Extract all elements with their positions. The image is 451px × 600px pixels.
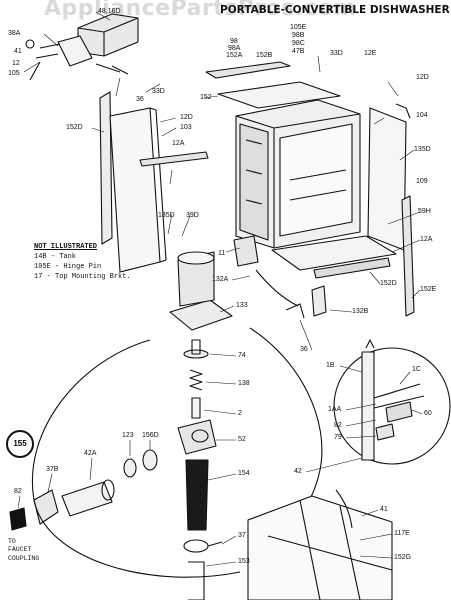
part-label-1c: 1C [412, 366, 421, 373]
not-illustrated-heading: NOT ILLUSTRATED [34, 243, 98, 251]
left-side-panel [99, 91, 113, 245]
part-label-138: 138 [238, 380, 250, 387]
part-label-109: 109 [416, 178, 428, 185]
part-label-152a: 152A [226, 52, 243, 59]
part-label-39d: 39D [186, 212, 199, 219]
part-label-33d-b: 33D [330, 50, 343, 57]
part-label-152e: 152E [420, 286, 437, 293]
part-label-152d: 152D [66, 124, 83, 131]
motor-assembly [25, 13, 139, 81]
part-label-153: 153 [238, 558, 250, 565]
part-label-117e: 117E [394, 530, 410, 537]
right-side-panel [367, 107, 407, 251]
part-label-42: 42 [294, 468, 302, 475]
tub-cabinet [235, 99, 361, 249]
top-panel-152 [217, 81, 341, 109]
part-label-98b: 98B [292, 32, 305, 39]
part-label-12a-b: 12A [420, 236, 433, 243]
faucet-coupling-label: TO FAUCET COUPLING [8, 538, 39, 563]
part-label-152b: 152B [256, 52, 273, 59]
part-label-135d-b: 135D [158, 212, 175, 219]
part-label-37b: 37B [46, 466, 59, 473]
part-label-154: 154 [238, 470, 250, 477]
diagram-title: PORTABLE-CONVERTIBLE DISHWASHER [220, 4, 450, 16]
base-tray [271, 235, 397, 271]
part-label-98: 98 [230, 38, 238, 45]
part-label-104: 104 [416, 112, 428, 119]
part-82-left [9, 507, 27, 531]
not-illustrated-item: 105E - Hinge Pin [34, 263, 102, 272]
part-label-105: 105 [8, 70, 20, 77]
part-label-37: 37 [238, 532, 246, 539]
part-label-38a: 38A [8, 30, 21, 37]
part-label-132b: 132B [352, 308, 369, 315]
motor-bracket [169, 299, 233, 331]
part-label-12e: 12E [364, 50, 377, 57]
part-label-105e: 105E [290, 24, 307, 31]
inset-frame [247, 495, 393, 600]
faucet-label-line: FAUCET [8, 546, 32, 554]
part-label-36: 36 [136, 96, 144, 103]
part-label-41-b: 41 [380, 506, 388, 513]
leader-lines [17, 11, 423, 567]
hose-42a [61, 481, 113, 517]
part-label-132a: 132A [212, 276, 229, 283]
top-trim [205, 61, 291, 79]
kick-plate [313, 257, 391, 279]
not-illustrated-item: 17 - Top Mounting Brkt. [34, 273, 131, 282]
part-label-42a: 42A [84, 450, 97, 457]
faucet-label-line: TO [8, 538, 16, 545]
part-label-1aa: 1AA [328, 406, 342, 413]
part-label-82: 82 [14, 488, 22, 495]
part-label-82-b: 82 [334, 422, 342, 429]
part-label-41: 41 [14, 48, 22, 55]
part-label-60: 60 [424, 410, 432, 417]
valve-detail-circle [333, 347, 451, 465]
part-label-135d: 135D [414, 146, 431, 153]
part-156d [142, 449, 158, 471]
circled-assembly-label: 155 [6, 430, 34, 458]
part-label-152g: 152G [394, 554, 412, 561]
pipe-153 [188, 561, 205, 600]
strip-12a [139, 151, 209, 167]
part-label-156d: 156D [142, 432, 159, 439]
part-label-48-16d: 48,16D [98, 8, 121, 15]
pump-housing [177, 419, 217, 455]
hose-154 [185, 459, 209, 531]
part-label-98a: 98A [228, 45, 241, 52]
part-label-152: 152 [200, 94, 212, 101]
part-label-52: 52 [238, 436, 246, 443]
part-label-152d-b: 152D [380, 280, 397, 287]
right-strip [401, 195, 415, 317]
part-label-103: 103 [180, 124, 192, 131]
coupling-37b [33, 489, 59, 525]
clamp-37 [183, 539, 209, 553]
part-label-47b: 47B [292, 48, 305, 55]
inlet-valve [233, 235, 259, 267]
not-illustrated-item: 14B - Tank [34, 253, 77, 262]
not-illustrated-note: NOT ILLUSTRATED 14B - Tank 105E - Hinge … [34, 242, 131, 283]
part-label-33d: 33D [152, 88, 165, 95]
part-label-133: 133 [236, 302, 248, 309]
part-label-59h: 59H [418, 208, 431, 215]
part-label-36-b: 36 [300, 346, 308, 353]
part-label-11: 11 [218, 250, 226, 257]
part-123 [123, 458, 137, 478]
part-label-12d-b: 12D [180, 114, 193, 121]
part-label-98c: 98C [292, 40, 305, 47]
part-label-123: 123 [122, 432, 134, 439]
part-label-12a: 12A [172, 140, 185, 147]
part-label-79: 79 [334, 434, 342, 441]
group-outline [32, 339, 241, 578]
part-label-2: 2 [238, 410, 242, 417]
spring-138 [189, 369, 203, 391]
part-label-74: 74 [238, 352, 246, 359]
part-label-12: 12 [12, 60, 20, 67]
part-label-12d: 12D [416, 74, 429, 81]
faucet-label-line: COUPLING [8, 554, 40, 562]
part-label-1b: 1B [326, 362, 335, 369]
